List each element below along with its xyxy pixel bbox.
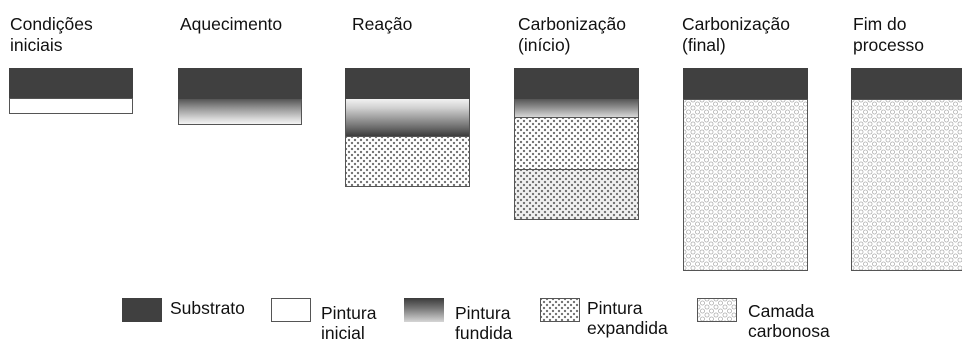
stage-label-line: Reação: [352, 14, 413, 34]
stage-label-line: (final): [682, 35, 726, 55]
legend-label-carbonaceous-layer: Camada carbonosa: [748, 301, 830, 341]
stage-label-carbonization-start: Carbonização (início): [518, 14, 626, 56]
substrate-layer: [178, 68, 302, 99]
substrate-layer: [683, 68, 808, 99]
substrate-layer: [851, 68, 962, 99]
melted-paint-layer: [178, 99, 302, 125]
substrate-layer: [9, 68, 133, 99]
substrate-layer: [514, 68, 639, 99]
expanded-paint-layer: [345, 136, 470, 187]
melted-paint-layer: [345, 99, 470, 136]
stage-label-line: Fim do: [853, 14, 907, 34]
stage-label-line: iniciais: [10, 35, 63, 55]
legend-label-line: inicial: [321, 323, 365, 343]
melted-paint-layer: [514, 99, 639, 117]
legend-label-line: Substrato: [170, 298, 245, 318]
legend-label-line: carbonosa: [748, 321, 830, 341]
stage-label-reaction: Reação: [352, 14, 412, 35]
stage-label-line: Carbonização: [682, 14, 790, 34]
legend-label-initial-paint: Pintura inicial: [321, 303, 376, 343]
stage-block-heating: [178, 68, 302, 125]
stage-label-line: Condições: [10, 14, 93, 34]
legend-label-line: Pintura: [321, 303, 377, 323]
legend-swatch-initial-paint: [271, 298, 311, 322]
stage-label-heating: Aquecimento: [180, 14, 282, 35]
legend-label-line: Camada: [748, 301, 815, 321]
stage-label-carbonization-end: Carbonização (final): [682, 14, 790, 56]
stage-block-reaction: [345, 68, 470, 187]
legend-label-substrate: Substrato: [170, 298, 245, 318]
expanded-paint-layer: [514, 117, 639, 169]
legend-label-line: Pintura: [455, 303, 511, 323]
legend-swatch-carbonaceous-layer: [697, 298, 737, 322]
stage-label-line: Carbonização: [518, 14, 626, 34]
stage-label-end-of-process: Fim do processo: [853, 14, 924, 56]
carbonaceous-layer: [683, 99, 808, 271]
stage-label-line: processo: [853, 35, 925, 55]
stage-block-end-of-process: [851, 68, 962, 271]
legend-swatch-melted-paint: [404, 298, 444, 322]
legend-label-expanded-paint: Pintura expandida: [587, 298, 668, 338]
legend-swatch-expanded-paint: [540, 298, 580, 322]
stage-block-initial-conditions: [9, 68, 133, 114]
stage-block-carbonization-start: [514, 68, 639, 220]
stage-label-line: (início): [518, 35, 571, 55]
expanded-paint-layer-lower: [514, 169, 639, 220]
stage-label-line: Aquecimento: [180, 14, 283, 34]
stage-block-carbonization-end: [683, 68, 808, 271]
legend-swatch-substrate: [122, 298, 162, 322]
substrate-layer: [345, 68, 470, 99]
legend-label-line: Pintura: [587, 298, 643, 318]
legend-label-line: fundida: [455, 323, 513, 343]
legend-label-melted-paint: Pintura fundida: [455, 303, 512, 343]
legend-label-line: expandida: [587, 318, 668, 338]
stage-label-initial-conditions: Condições iniciais: [10, 14, 93, 56]
initial-paint-layer: [9, 98, 133, 114]
carbonaceous-layer: [851, 99, 962, 271]
